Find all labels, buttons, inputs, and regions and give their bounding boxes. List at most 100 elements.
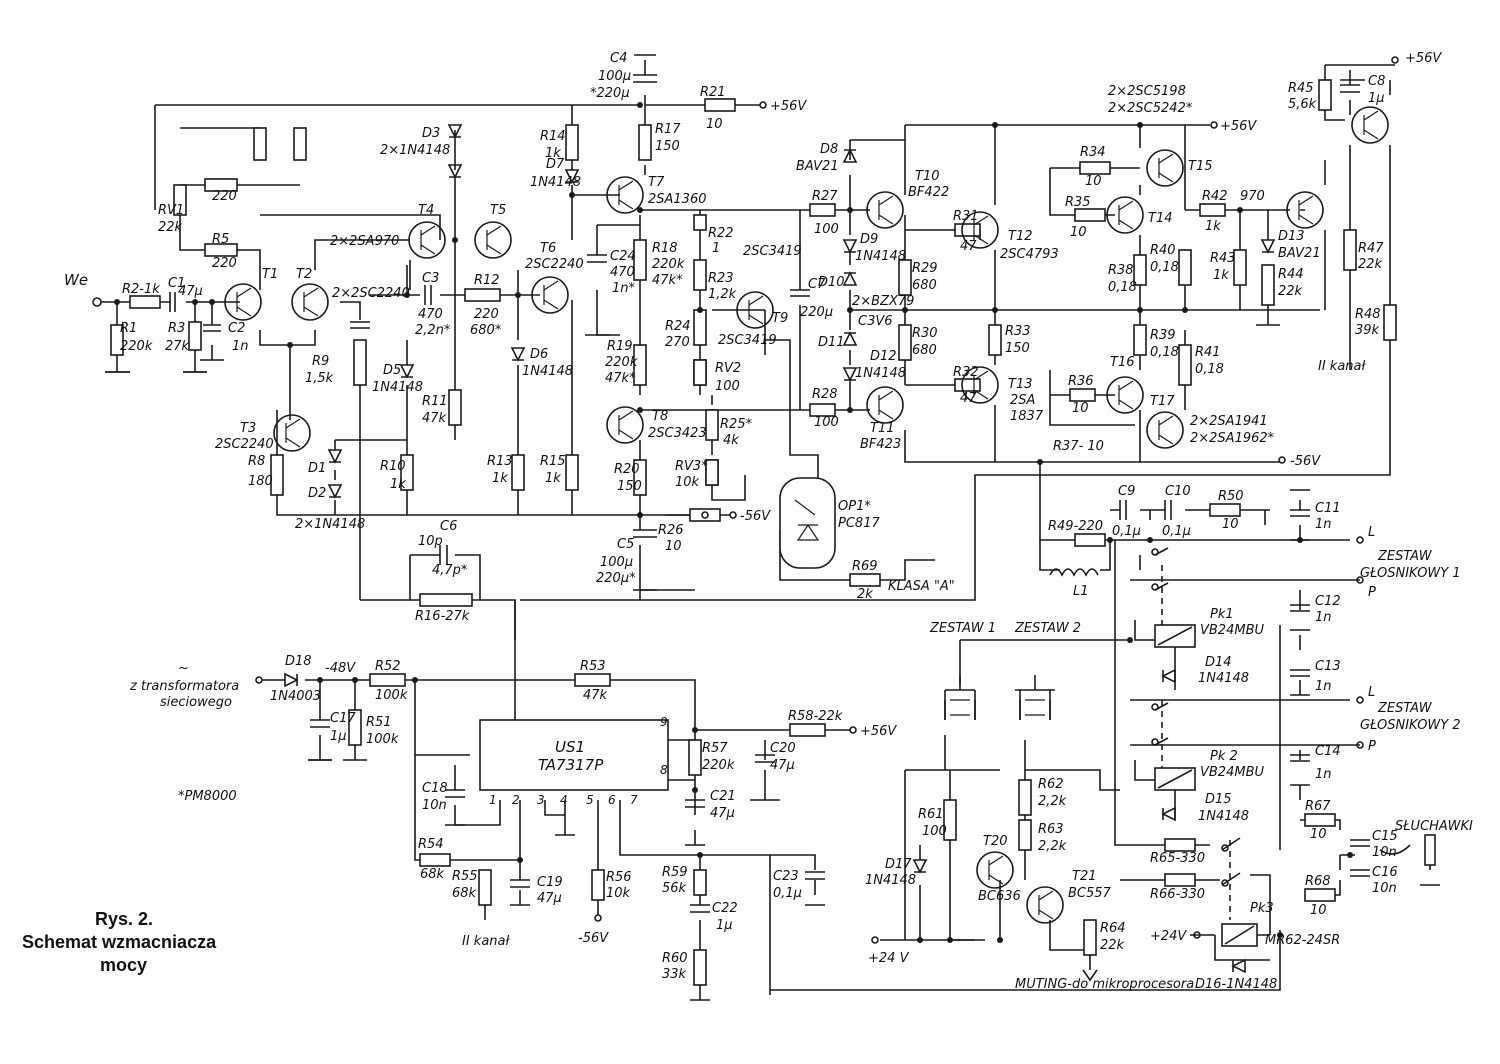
schematic-label: ZESTAW 1 bbox=[929, 621, 996, 636]
schematic-label: 47k bbox=[422, 411, 447, 426]
schematic-label: R29 bbox=[912, 261, 938, 276]
schematic-label: R51 bbox=[366, 715, 392, 730]
schematic-label: R33 bbox=[1005, 324, 1031, 339]
schematic-label: R59 bbox=[662, 865, 688, 880]
schematic-label: 220k bbox=[120, 339, 153, 354]
schematic-label: 1N4148 bbox=[1198, 671, 1249, 686]
schematic-label: R53 bbox=[580, 659, 606, 674]
schematic-label: C3 bbox=[422, 271, 439, 286]
schematic-label: 2×1N4148 bbox=[295, 517, 365, 532]
schematic-label: 0,1µ bbox=[1162, 524, 1191, 539]
schematic-label: 1k bbox=[492, 471, 508, 486]
schematic-label: R66-330 bbox=[1150, 887, 1205, 902]
schematic-label: D12 bbox=[870, 349, 897, 364]
schematic-label: R41 bbox=[1195, 345, 1221, 360]
schematic-label: 10n bbox=[422, 798, 447, 813]
schematic-label: 680 bbox=[912, 343, 937, 358]
schematic-label: 1µ bbox=[330, 729, 347, 744]
schematic-label: 4,7p* bbox=[432, 563, 468, 578]
schematic-label: R62 bbox=[1038, 777, 1064, 792]
schematic-label: T8 bbox=[652, 409, 668, 424]
transistor-symbols bbox=[224, 106, 1389, 924]
caption-line1: Rys. 2. bbox=[95, 909, 153, 929]
schematic-label: 220µ* bbox=[596, 571, 636, 586]
schematic-label: R44 bbox=[1278, 267, 1304, 282]
wiring-driver-stage bbox=[596, 60, 935, 600]
schematic-label: 10 bbox=[1310, 827, 1327, 842]
schematic-label: R31 bbox=[953, 209, 979, 224]
schematic-label: C18 bbox=[422, 781, 448, 796]
schematic-label: R69 bbox=[852, 559, 878, 574]
schematic-label: C3V6 bbox=[858, 314, 893, 329]
caption-line2: Schemat wzmacniacza bbox=[22, 932, 217, 952]
schematic-label: D8 bbox=[820, 142, 838, 157]
ic-part: TA7317P bbox=[538, 756, 604, 774]
schematic-label: C19 bbox=[537, 875, 563, 890]
schematic-label: 2SA1360 bbox=[648, 192, 707, 207]
schematic-label: 22k bbox=[1100, 938, 1125, 953]
schematic-label: D6 bbox=[530, 347, 548, 362]
schematic-label: GŁOSNIKOWY 2 bbox=[1360, 718, 1461, 733]
schematic-label: T1 bbox=[262, 267, 278, 282]
schematic-label: R25* bbox=[720, 417, 753, 432]
schematic-label: C1 bbox=[168, 276, 185, 291]
schematic-label: 680* bbox=[470, 323, 502, 338]
selector-switches bbox=[944, 675, 1051, 720]
schematic-label: 1k bbox=[545, 146, 561, 161]
schematic-label: R49-220 bbox=[1048, 519, 1103, 534]
schematic-label: R17 bbox=[655, 122, 681, 137]
schematic-label: R14 bbox=[540, 129, 566, 144]
schematic-label: D5 bbox=[383, 363, 401, 378]
schematic-label: Pk3 bbox=[1250, 901, 1274, 916]
schematic-label: R32 bbox=[953, 365, 979, 380]
schematic-label: D15 bbox=[1205, 792, 1232, 807]
schematic-label: 220k bbox=[605, 355, 638, 370]
schematic-label: T20 bbox=[983, 834, 1007, 849]
schematic-label: C15 bbox=[1372, 829, 1398, 844]
schematic-label: 2,2k bbox=[1038, 794, 1067, 809]
schematic-label: VB24MBU bbox=[1200, 765, 1264, 780]
schematic-label: 1k bbox=[390, 477, 406, 492]
schematic-label: 0,18 bbox=[1150, 345, 1179, 360]
schematic-label: 39k bbox=[1355, 323, 1380, 338]
schematic-label: 10k bbox=[606, 886, 631, 901]
label-rail-p24b: +24 V bbox=[868, 951, 910, 966]
schematic-label: II kanał bbox=[462, 934, 511, 949]
schematic-label: T10 bbox=[915, 169, 939, 184]
schematic-label: D7 bbox=[546, 157, 565, 172]
schematic-label: C16 bbox=[1372, 865, 1398, 880]
schematic-label: 27k bbox=[165, 339, 190, 354]
schematic-label: 1n bbox=[1315, 610, 1332, 625]
schematic-label: 7 bbox=[630, 793, 638, 807]
schematic-label: P bbox=[1368, 739, 1376, 754]
relay-coils bbox=[1154, 624, 1258, 947]
schematic-label: R52 bbox=[375, 659, 401, 674]
schematic-label: R63 bbox=[1038, 822, 1064, 837]
schematic-label: R2-1k bbox=[122, 282, 160, 297]
schematic-label: 10 bbox=[1085, 174, 1102, 189]
schematic-label: D16-1N4148 bbox=[1195, 977, 1277, 992]
schematic-label: 2,2k bbox=[1038, 839, 1067, 854]
schematic-label: D3 bbox=[422, 126, 440, 141]
schematic-label: 2×2SC2240 bbox=[332, 286, 410, 301]
schematic-label: 220k bbox=[702, 758, 735, 773]
schematic-label: R19 bbox=[607, 339, 633, 354]
schematic-label: 1n bbox=[1315, 517, 1332, 532]
schematic-label: 47k bbox=[583, 688, 608, 703]
schematic-label: 100 bbox=[814, 415, 839, 430]
schematic-label: D9 bbox=[860, 232, 878, 247]
schematic-label: R9 bbox=[312, 354, 329, 369]
label-rail-n56: -56V bbox=[578, 931, 609, 946]
schematic-label: 56k bbox=[662, 881, 687, 896]
schematic-label: 1837 bbox=[1010, 409, 1044, 424]
ground-symbols bbox=[105, 54, 1440, 1001]
schematic-label: 1N4003 bbox=[270, 689, 321, 704]
schematic-label: 47k* bbox=[605, 371, 636, 386]
schematic-label: T17 bbox=[1150, 394, 1175, 409]
label-rail-p56: +56V bbox=[1405, 51, 1442, 66]
schematic-label: R30 bbox=[912, 326, 938, 341]
schematic-label: 68k bbox=[420, 867, 445, 882]
schematic-label: 10 bbox=[1070, 225, 1087, 240]
schematic-label: 1N4148 bbox=[1198, 809, 1249, 824]
schematic-label: 10 bbox=[1310, 903, 1327, 918]
